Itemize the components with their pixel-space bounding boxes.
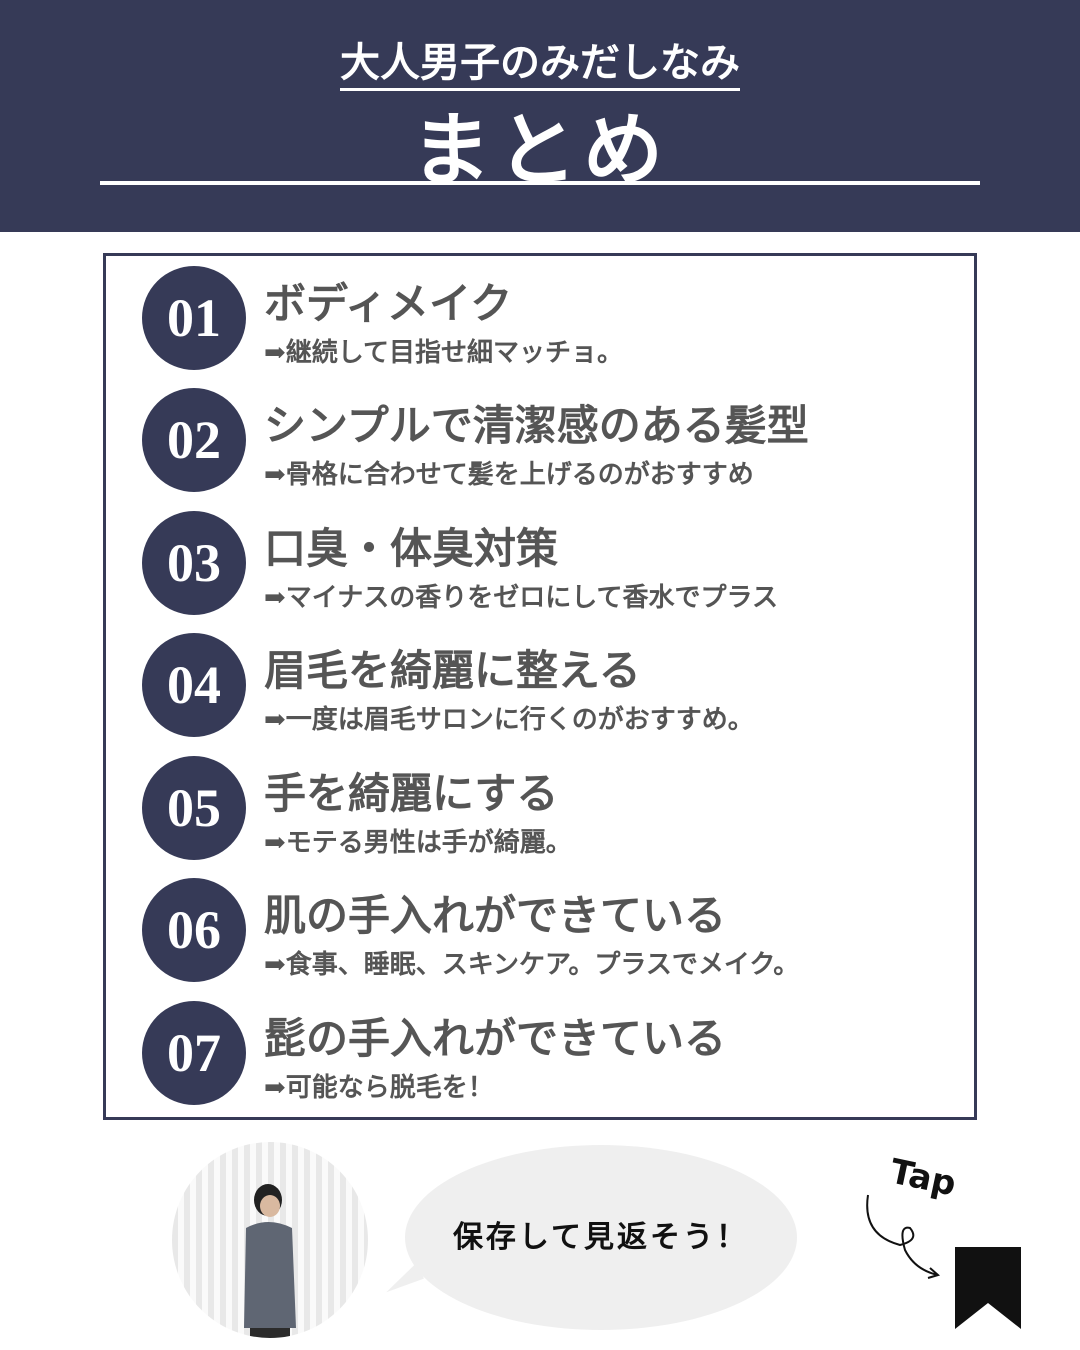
item-description: ➡可能なら脱毛を！ <box>264 1073 494 1103</box>
summary-list: 01 ボディメイク ➡継続して目指せ細マッチョ。 02 シンプルで清潔感のある髪型 ➡骨… <box>103 253 977 1120</box>
item-title: 手を綺麗にする <box>264 769 559 818</box>
number-badge: 03 <box>142 511 246 615</box>
item-description: ➡マイナスの香りをゼロにして香水でプラス <box>264 583 778 613</box>
bookmark-icon[interactable] <box>955 1247 1021 1329</box>
divider <box>100 181 980 185</box>
list-item: 03 口臭・体臭対策 ➡マイナスの香りをゼロにして香水でプラス <box>142 511 962 621</box>
number-badge: 01 <box>142 266 246 370</box>
item-description: ➡骨格に合わせて髪を上げるのがおすすめ <box>264 460 754 490</box>
list-item: 04 眉毛を綺麗に整える ➡一度は眉毛サロンに行くのがおすすめ。 <box>142 633 962 743</box>
number-badge: 05 <box>142 756 246 860</box>
item-title: ボディメイク <box>264 279 513 328</box>
number-badge: 07 <box>142 1001 246 1105</box>
curved-arrow-icon <box>866 1194 941 1279</box>
item-description: ➡食事、睡眠、スキンケア。プラスでメイク。 <box>264 950 800 980</box>
header-subtitle: 大人男子のみだしなみ <box>0 30 1080 91</box>
list-item: 07 髭の手入れができている ➡可能なら脱毛を！ <box>142 1001 962 1111</box>
item-title: 眉毛を綺麗に整える <box>264 646 641 695</box>
item-title: 肌の手入れができている <box>264 891 727 940</box>
item-title: 口臭・体臭対策 <box>264 524 559 573</box>
item-title: シンプルで清潔感のある髪型 <box>264 401 809 450</box>
speech-bubble-text: 保存して見返そう！ <box>452 1220 750 1255</box>
item-title: 髭の手入れができている <box>264 1014 727 1063</box>
list-item: 01 ボディメイク ➡継続して目指せ細マッチョ。 <box>142 266 962 376</box>
item-description: ➡継続して目指せ細マッチョ。 <box>264 338 624 368</box>
list-item: 02 シンプルで清潔感のある髪型 ➡骨格に合わせて髪を上げるのがおすすめ <box>142 388 962 498</box>
item-description: ➡一度は眉毛サロンに行くのがおすすめ。 <box>264 705 754 735</box>
avatar <box>172 1142 368 1338</box>
speech-bubble <box>405 1145 797 1330</box>
number-badge: 04 <box>142 633 246 737</box>
item-description: ➡モテる男性は手が綺麗。 <box>264 828 572 858</box>
header-banner: 大人男子のみだしなみ まとめ <box>0 0 1080 232</box>
person-photo <box>244 1184 296 1338</box>
list-item: 06 肌の手入れができている ➡食事、睡眠、スキンケア。プラスでメイク。 <box>142 878 962 988</box>
list-item: 05 手を綺麗にする ➡モテる男性は手が綺麗。 <box>142 756 962 866</box>
number-badge: 02 <box>142 388 246 492</box>
number-badge: 06 <box>142 878 246 982</box>
